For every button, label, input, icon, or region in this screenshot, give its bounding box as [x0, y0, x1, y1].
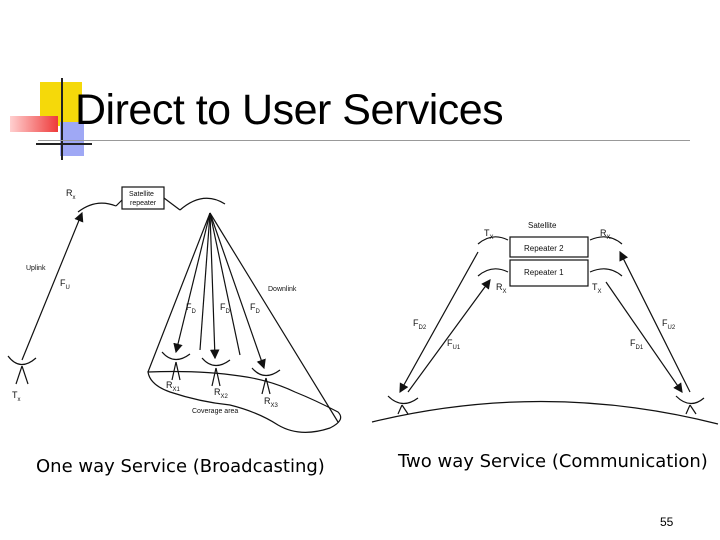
uplink-label: Uplink [26, 265, 46, 272]
left-caption: One way Service (Broadcasting) [36, 456, 325, 477]
repeater-1-box [509, 259, 589, 287]
fd-label-3: FD [250, 302, 261, 315]
downlink-arrow-3 [209, 212, 266, 370]
downlink-arrow-1 [173, 212, 211, 354]
fd2-downlink-arrow [399, 251, 479, 394]
right-rx-bottom-label: RX [496, 282, 507, 295]
slide-number: 55 [660, 515, 674, 529]
right-caption: Two way Service (Communication) [398, 451, 708, 472]
deco-horizontal-line [36, 143, 92, 145]
earth-surface [371, 400, 719, 425]
uplink-arrow [21, 211, 84, 361]
fu1-uplink-arrow [407, 279, 491, 393]
repeater-2-box [509, 236, 589, 258]
right-communication-diagram [371, 236, 719, 425]
rx2-label: RX2 [214, 387, 229, 400]
right-ground-dish-left [387, 395, 419, 405]
right-tx-top-label: TX [484, 228, 494, 241]
right-satellite-label: Satellite [528, 221, 557, 230]
satellite-rx-antenna [77, 202, 117, 213]
fd-label-2: FD [220, 302, 231, 315]
fu2-label: FU2 [662, 318, 676, 331]
fd1-downlink-arrow [605, 281, 683, 393]
left-rx-label: Rx [66, 188, 76, 201]
rx1-label: RX1 [166, 380, 181, 393]
rx-dish-2 [201, 357, 231, 367]
right-sat-right-tx-antenna [589, 268, 623, 277]
rx3-label: RX3 [264, 396, 279, 409]
coverage-area [147, 370, 342, 433]
right-sat-left-rx-antenna [477, 268, 509, 277]
right-sat-left-tx-antenna [477, 236, 509, 245]
fd2-label: FD2 [413, 318, 427, 331]
coverage-cone-left [147, 212, 211, 373]
repeater-1-label: Repeater 1 [524, 268, 564, 277]
coverage-area-label: Coverage area [192, 408, 238, 415]
downlink-arrow-2 [209, 212, 220, 360]
deco-red-bar [10, 116, 58, 132]
uplink-dish [7, 355, 37, 366]
deco-vertical-line [61, 78, 63, 160]
right-tx-bottom-label: TX [592, 282, 602, 295]
left-broadcast-diagram [7, 186, 342, 433]
fu1-label: FU1 [447, 338, 461, 351]
downlink-label: Downlink [268, 286, 297, 293]
right-labels: Satellite Repeater 2 Repeater 1 TX RX RX… [413, 221, 676, 351]
repeater-2-label: Repeater 2 [524, 244, 564, 253]
deco-blue-square [60, 122, 84, 156]
fu2-uplink-arrow [619, 250, 691, 393]
satellite-tx-antenna [179, 197, 226, 211]
fu-label: FU [60, 278, 70, 291]
page-title: Direct to User Services [75, 86, 504, 134]
coverage-cone-right [209, 212, 339, 423]
fd1-label: FD1 [630, 338, 644, 351]
rx-dish-3 [251, 367, 281, 377]
left-labels: Satellite repeater Rx Uplink FU Downlink… [12, 188, 297, 415]
right-rx-top-label: RX [600, 228, 611, 241]
rx-dish-1 [161, 351, 191, 361]
tx-label: Tx [12, 390, 21, 403]
right-ground-dish-right [675, 395, 705, 405]
satellite-repeater-label-2: repeater [130, 200, 157, 207]
satellite-repeater-label-1: Satellite [129, 191, 154, 198]
title-divider [38, 140, 690, 141]
fd-label-1: FD [186, 302, 197, 315]
right-sat-right-rx-antenna [589, 236, 623, 245]
